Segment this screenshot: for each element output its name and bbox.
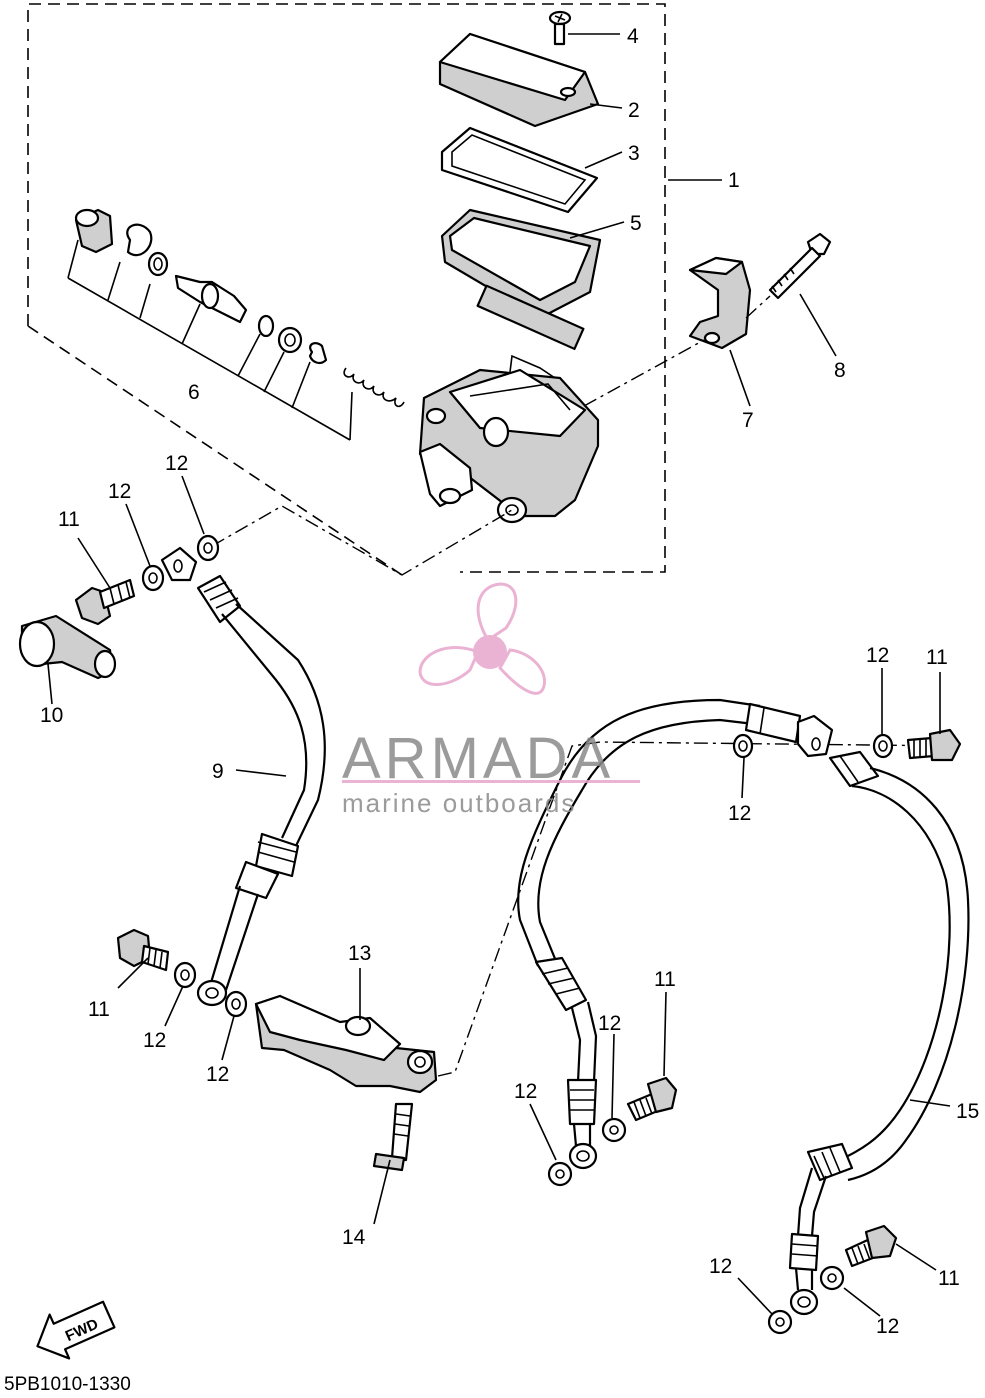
callout-3: 3	[628, 142, 640, 165]
washer-hole	[609, 1125, 619, 1135]
brake-hose-1	[160, 546, 326, 1007]
callout-11: 11	[654, 968, 676, 991]
callout-11: 11	[926, 646, 948, 669]
callout-12: 12	[206, 1063, 229, 1086]
washer	[547, 1161, 573, 1187]
callout-12: 12	[514, 1080, 537, 1103]
washer	[767, 1309, 793, 1335]
washer-hole	[180, 969, 190, 981]
callout-numbers: 1 2 3 4 5 6 7 8 9 10 11 11 11 11 11 12 1…	[40, 25, 979, 1338]
watermark-underline	[342, 780, 640, 783]
handlebar-clamp	[688, 256, 752, 350]
assembly-boundary	[27, 3, 666, 576]
forward-arrow: FWD	[36, 1300, 116, 1360]
callout-5: 5	[630, 212, 642, 235]
propeller-logo-icon	[418, 582, 547, 695]
washer-hole	[203, 542, 213, 554]
union-bolt-right-top	[906, 728, 962, 762]
diagram-code: 5PB1010-1330	[4, 1374, 131, 1393]
callout-12: 12	[876, 1315, 899, 1338]
rubber-cap	[18, 614, 117, 680]
washer-hole	[148, 572, 158, 584]
callout-6: 6	[188, 381, 200, 404]
callout-2: 2	[628, 99, 640, 122]
assembly-line-clamp	[583, 339, 705, 407]
washer	[872, 733, 894, 759]
watermark-tagline: marine outboards	[342, 788, 576, 818]
callout-11: 11	[88, 998, 110, 1021]
callout-13: 13	[348, 942, 371, 965]
washer	[732, 733, 754, 759]
callout-leaders	[47, 33, 951, 1317]
washer	[819, 1265, 845, 1291]
callout-12: 12	[866, 644, 889, 667]
diaphragm	[440, 208, 602, 351]
brake-hose-15	[788, 750, 970, 1316]
washer-hole	[878, 740, 888, 752]
washer-hole	[775, 1317, 785, 1327]
callout-7: 7	[742, 409, 754, 432]
washer	[224, 990, 248, 1018]
callout-12: 12	[143, 1029, 166, 1052]
clamp-bolt	[768, 232, 832, 300]
callout-12: 12	[709, 1255, 732, 1278]
joint-bolt	[372, 1102, 414, 1172]
callout-4: 4	[627, 25, 639, 48]
brake-hose-2	[517, 698, 834, 1170]
union-bolt-upper	[74, 578, 136, 626]
callout-9: 9	[212, 760, 224, 783]
union-bolt-right-middle	[626, 1076, 678, 1122]
washer	[141, 564, 165, 592]
reservoir-cover	[438, 32, 600, 128]
cover-screw	[548, 10, 572, 46]
callout-8: 8	[834, 359, 846, 382]
brake-hose-joint	[254, 994, 438, 1094]
assembly-line-banjo	[211, 505, 513, 576]
washer	[601, 1117, 627, 1143]
washer-hole	[738, 740, 748, 752]
cover-gasket-inner	[451, 134, 587, 205]
callout-10: 10	[40, 704, 63, 727]
washer-hole	[827, 1273, 837, 1283]
callout-12: 12	[165, 452, 188, 475]
callout-11: 11	[938, 1267, 960, 1290]
piston-kit	[67, 208, 405, 441]
watermark: ARMADA marine outboards	[342, 582, 640, 818]
assembly-line-bolt	[745, 295, 771, 319]
callout-12: 12	[108, 480, 131, 503]
callout-12: 12	[728, 802, 751, 825]
washer-hole	[231, 998, 241, 1010]
callout-12: 12	[598, 1012, 621, 1035]
master-cylinder-body	[418, 354, 600, 524]
callout-1: 1	[728, 169, 740, 192]
cover-gasket	[440, 126, 599, 214]
washer-hole	[555, 1169, 565, 1179]
union-bolt-lower-left	[116, 928, 170, 972]
union-bolt-right-lower	[844, 1224, 898, 1268]
callout-15: 15	[956, 1100, 979, 1123]
assembly-line-hose	[437, 741, 961, 1077]
washer	[173, 961, 197, 989]
callout-11: 11	[58, 508, 80, 531]
callout-14: 14	[342, 1226, 366, 1249]
washer	[196, 534, 220, 562]
